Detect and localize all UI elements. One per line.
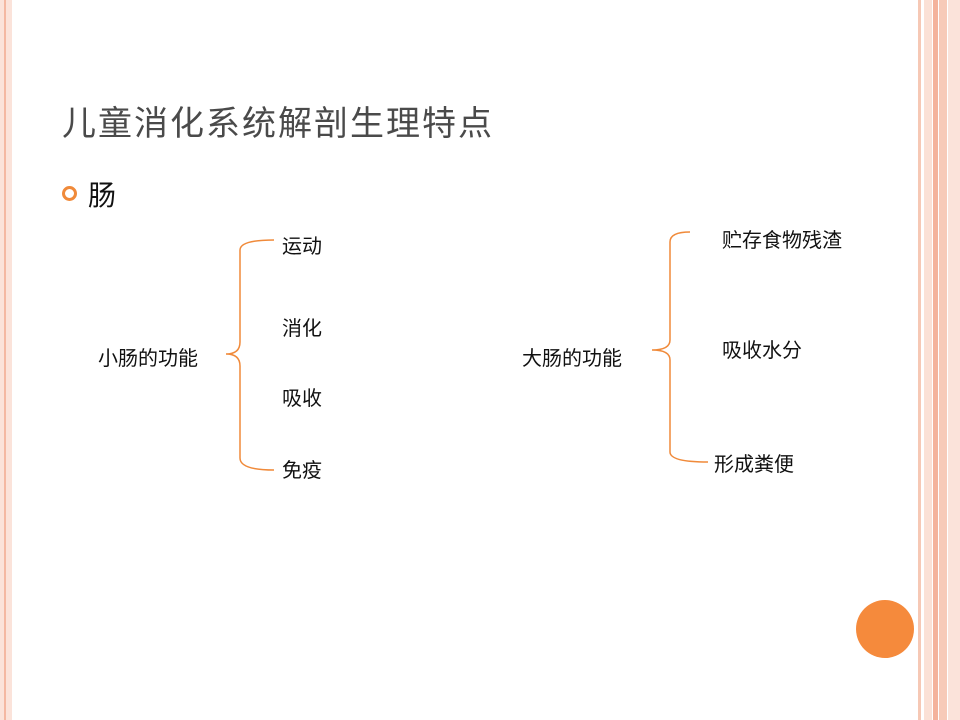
small-intestine-item-digestion: 消化 xyxy=(282,316,322,340)
right-stripe-3 xyxy=(933,0,938,720)
large-intestine-function-label: 大肠的功能 xyxy=(522,346,622,370)
slide-title: 儿童消化系统解剖生理特点 xyxy=(62,104,494,144)
small-intestine-item-absorption: 吸收 xyxy=(282,386,322,410)
large-intestine-item-feces: 形成粪便 xyxy=(714,452,794,476)
large-intestine-item-water: 吸收水分 xyxy=(722,338,802,362)
large-intestine-brace xyxy=(651,231,709,463)
small-intestine-function-label: 小肠的功能 xyxy=(98,346,198,370)
right-stripe-1 xyxy=(918,0,921,720)
bullet-ring-icon xyxy=(62,186,77,201)
left-border-line xyxy=(4,0,6,720)
right-stripe-4 xyxy=(939,0,947,720)
small-intestine-item-motility: 运动 xyxy=(282,234,322,258)
right-stripe-5 xyxy=(948,0,960,720)
large-intestine-item-storage: 贮存食物残渣 xyxy=(722,228,842,252)
right-stripe-2 xyxy=(924,0,932,720)
small-intestine-brace xyxy=(225,239,275,471)
bullet-text: 肠 xyxy=(88,179,117,212)
decorative-orange-circle xyxy=(856,600,914,658)
small-intestine-item-immunity: 免疫 xyxy=(282,458,322,482)
left-border-decoration xyxy=(0,0,12,720)
